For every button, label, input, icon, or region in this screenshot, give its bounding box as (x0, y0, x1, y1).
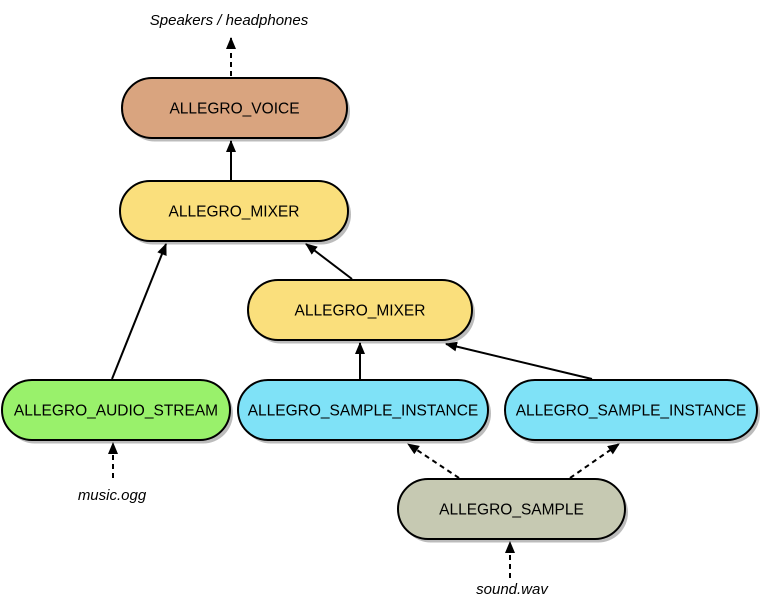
node-pill-inst1 (237, 379, 489, 441)
node-label-mixer1: ALLEGRO_MIXER (169, 204, 300, 221)
sound-file-label: sound.wav (476, 581, 549, 598)
node-label-inst2: ALLEGRO_SAMPLE_INSTANCE (516, 403, 747, 420)
node-pill-sample (397, 478, 626, 540)
node-label-voice: ALLEGRO_VOICE (169, 101, 299, 118)
node-sample: ALLEGRO_SAMPLE (397, 478, 628, 543)
node-inst2: ALLEGRO_SAMPLE_INSTANCE (504, 379, 760, 444)
node-mixer2: ALLEGRO_MIXER (247, 279, 475, 344)
edge-sample-to-inst1-arrow-dashed (407, 443, 460, 479)
node-voice: ALLEGRO_VOICE (121, 77, 350, 142)
node-label-mixer2: ALLEGRO_MIXER (295, 303, 426, 320)
music-file-label: music.ogg (78, 487, 147, 504)
node-label-inst1: ALLEGRO_SAMPLE_INSTANCE (248, 403, 479, 420)
speakers-headphones-label: Speakers / headphones (150, 12, 309, 29)
node-pill-voice (121, 77, 348, 139)
node-pill-inst2 (504, 379, 758, 441)
node-pill-stream (1, 379, 231, 441)
node-mixer1: ALLEGRO_MIXER (119, 180, 351, 245)
node-stream: ALLEGRO_AUDIO_STREAM (1, 379, 233, 444)
node-pill-mixer1 (119, 180, 349, 242)
node-label-sample: ALLEGRO_SAMPLE (439, 502, 584, 519)
edge-inst2-to-mixer2-arrow (445, 341, 593, 380)
node-inst1: ALLEGRO_SAMPLE_INSTANCE (237, 379, 491, 444)
edge-sample-to-inst2-arrow-dashed (569, 443, 620, 479)
edge-stream-to-mixer1-arrow (111, 243, 167, 380)
node-label-stream: ALLEGRO_AUDIO_STREAM (14, 403, 218, 420)
node-pill-mixer2 (247, 279, 473, 341)
edge-mixer2-to-mixer1-arrow (305, 243, 353, 280)
